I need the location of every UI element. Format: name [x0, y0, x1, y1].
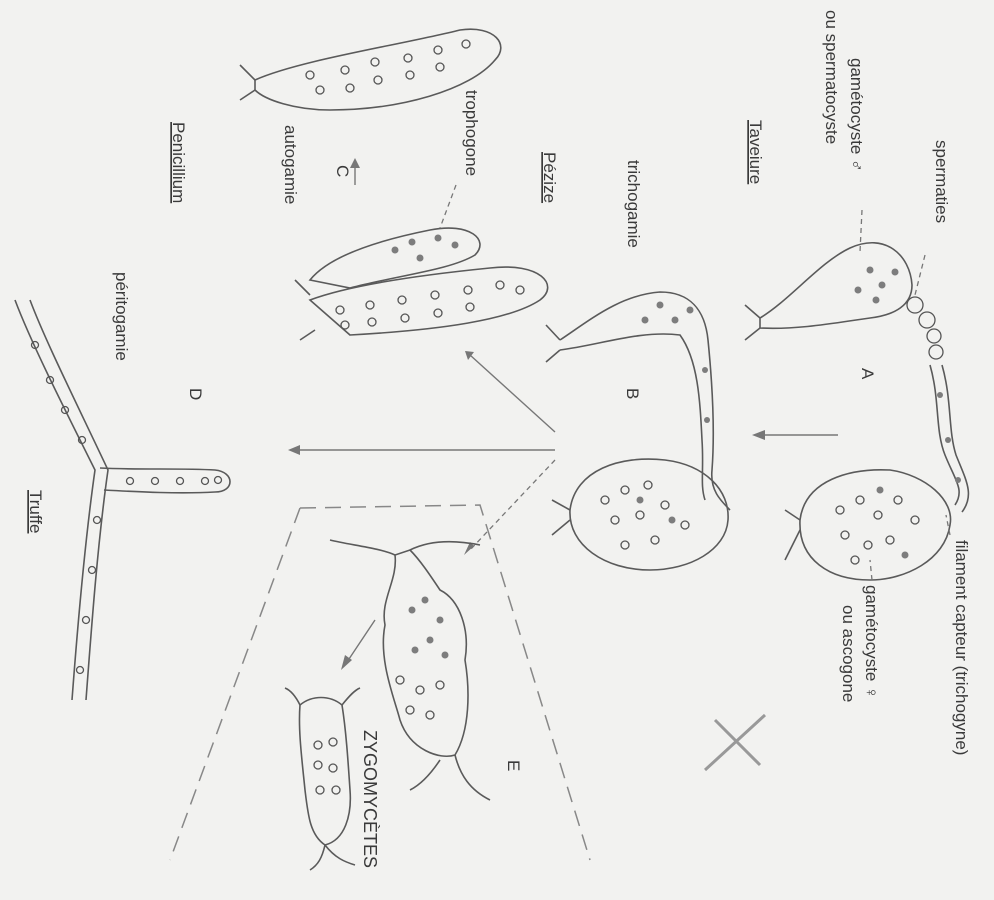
pezize-ascogone [570, 459, 728, 570]
label-filament-capteur: filament capteur (trichogyne) [952, 540, 971, 755]
label-taveiure: Taveiure [746, 120, 765, 184]
zygospore [383, 550, 468, 756]
label-pezize: Pézize [540, 152, 559, 203]
spermatocyste-stalk [745, 305, 760, 318]
cross-mark [705, 715, 765, 770]
letter-e: E [504, 760, 523, 771]
letter-d: D [186, 388, 205, 400]
label-gametocyste-female-1: gamétocyste ♀ [862, 585, 881, 699]
label-autogamie: autogamie [281, 125, 300, 204]
penicillium-trophogone [310, 228, 480, 288]
label-gametocyste-male-1: gamétocyste ♂ [847, 58, 866, 172]
letter-c: C [333, 165, 352, 177]
label-zygomycetes: ZYGOMYCÈTES [360, 730, 380, 868]
letter-a: A [858, 368, 877, 380]
figure-a: spermaties gamétocyste ♂ ou spermatocyst… [745, 10, 971, 755]
zygospore-small [299, 698, 350, 846]
figure-e: E ZYGOMYCÈTES [170, 505, 590, 870]
letter-b: B [623, 388, 642, 399]
figure-c: trophogone autogamie C Penicillium [169, 29, 548, 340]
figure-b: trichogamie Pézize B [540, 152, 730, 570]
label-gametocyste-female-2: ou ascogone [839, 605, 858, 702]
spermatocyste-cell [760, 243, 912, 329]
label-trichogamie: trichogamie [624, 160, 643, 248]
ascogone-cell [800, 470, 951, 580]
arrows [288, 351, 838, 670]
truffe-hypha-branch [100, 468, 230, 493]
label-gametocyste-male-2: ou spermatocyste [822, 10, 841, 144]
penicillium-ascogone [310, 267, 548, 335]
figure-d: péritogamie D Truffe [15, 272, 230, 700]
label-penicillium: Penicillium [169, 122, 188, 203]
pezize-antheridium [560, 292, 730, 510]
label-truffe: Truffe [26, 490, 45, 533]
spermatocyste-stalk [745, 328, 760, 340]
label-spermaties: spermaties [932, 140, 951, 223]
label-peritogamie: péritogamie [112, 272, 131, 361]
label-trophogone: trophogone [462, 90, 481, 176]
